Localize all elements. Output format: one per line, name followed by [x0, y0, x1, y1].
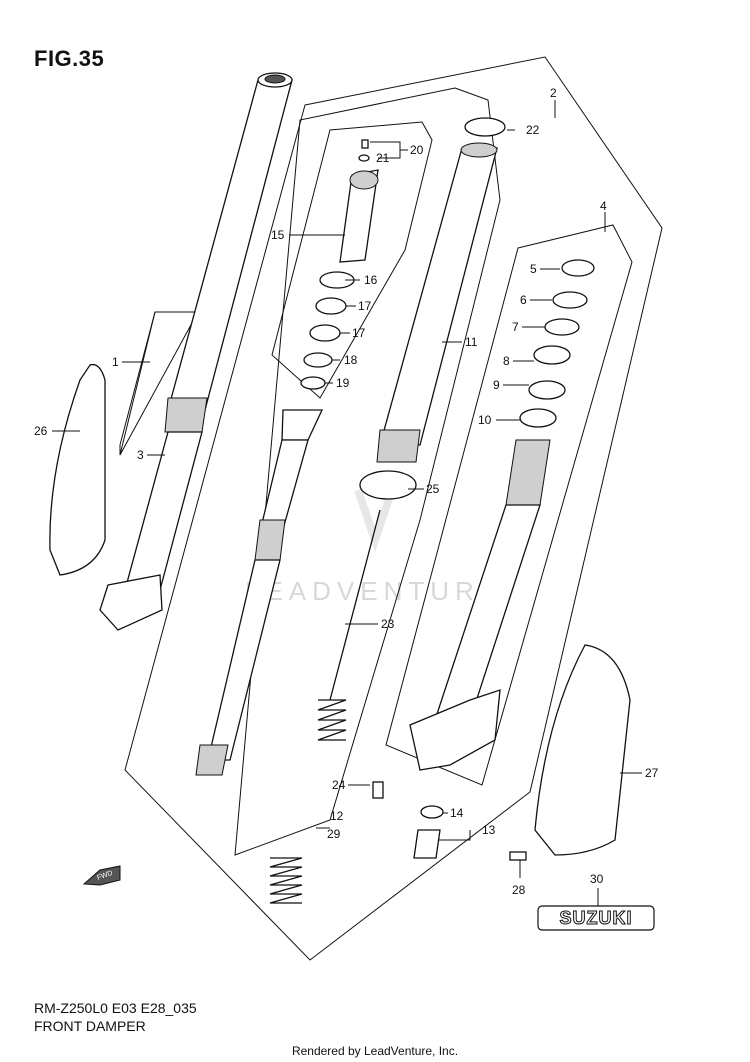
watermark-logo — [354, 488, 396, 553]
ring-22 — [464, 117, 506, 137]
fork-guard-right — [534, 644, 631, 856]
callout-16: 16 — [364, 273, 378, 287]
callout-23: 23 — [381, 617, 395, 631]
damper-rod — [195, 409, 324, 776]
assembly-4-outline — [385, 224, 633, 786]
o-ring-25 — [359, 470, 417, 500]
dust-seal-10 — [519, 408, 557, 428]
fwd-arrow: FWD — [82, 865, 121, 886]
bolt-24 — [372, 781, 384, 799]
callout-18: 18 — [344, 353, 358, 367]
washer-7 — [544, 318, 580, 336]
assembly-15-outline — [271, 121, 433, 399]
model-code: RM-Z250L0 E03 E28_035 — [34, 1000, 197, 1016]
o-ring-14 — [420, 805, 444, 819]
callout-9: 9 — [493, 378, 500, 392]
fork-guard-left — [49, 363, 106, 576]
watermark: LEADVENTURE — [245, 576, 503, 606]
callout-7: 7 — [512, 320, 519, 334]
outer-tube-left — [99, 72, 293, 631]
inner-box-outline — [234, 87, 501, 856]
bolt-13 — [413, 829, 441, 859]
callout-30: 30 — [590, 872, 604, 886]
callout-8: 8 — [503, 354, 510, 368]
callout-15: 15 — [271, 228, 285, 242]
left-leg-bracket-line — [119, 311, 156, 456]
callout-17b: 17 — [352, 326, 366, 340]
circlip-19 — [300, 376, 326, 390]
bushing-17a — [315, 297, 347, 315]
callout-10: 10 — [478, 413, 492, 427]
callout-28: 28 — [512, 883, 526, 897]
inner-tube — [376, 142, 498, 463]
callout-27: 27 — [645, 766, 659, 780]
bushing-6 — [552, 291, 588, 309]
rendered-by-footer: Rendered by LeadVenture, Inc. — [291, 1044, 459, 1058]
callout-29: 29 — [327, 827, 341, 841]
spring-12 — [269, 857, 303, 904]
callout-19: 19 — [336, 376, 350, 390]
circlip-9 — [528, 380, 566, 400]
callout-6: 6 — [520, 293, 527, 307]
callout-1: 1 — [112, 355, 119, 369]
seal-8 — [533, 345, 571, 365]
callout-4: 4 — [600, 199, 607, 213]
callout-2: 2 — [550, 86, 557, 100]
inner-tube-right — [409, 439, 551, 771]
washer-18 — [303, 352, 333, 368]
leader-lines — [52, 100, 642, 906]
callout-25: 25 — [426, 482, 440, 496]
callout-24: 24 — [332, 778, 346, 792]
figure-title: FIG.35 — [34, 46, 105, 71]
callout-12: 12 — [330, 809, 344, 823]
callout-21: 21 — [376, 151, 390, 165]
callout-14: 14 — [450, 806, 464, 820]
callout-13: 13 — [482, 823, 496, 837]
bushing-17b — [309, 324, 341, 342]
spring-small — [317, 699, 347, 741]
bushing-5 — [561, 259, 595, 277]
callout-11: 11 — [465, 335, 478, 349]
callout-26: 26 — [34, 424, 48, 438]
callout-5: 5 — [530, 262, 537, 276]
callout-3: 3 — [137, 448, 144, 462]
figure-caption: FRONT DAMPER — [34, 1018, 146, 1034]
suzuki-badge: SUZUKI — [537, 905, 655, 931]
callout-22: 22 — [526, 123, 540, 137]
brand-badge-text: SUZUKI — [560, 908, 633, 928]
callout-20: 20 — [410, 143, 424, 157]
callout-17a: 17 — [358, 299, 372, 313]
bolt-28 — [509, 851, 527, 861]
cartridge-valve — [339, 139, 379, 263]
rod-23 — [329, 509, 381, 701]
assembly-2-outline — [124, 56, 663, 961]
